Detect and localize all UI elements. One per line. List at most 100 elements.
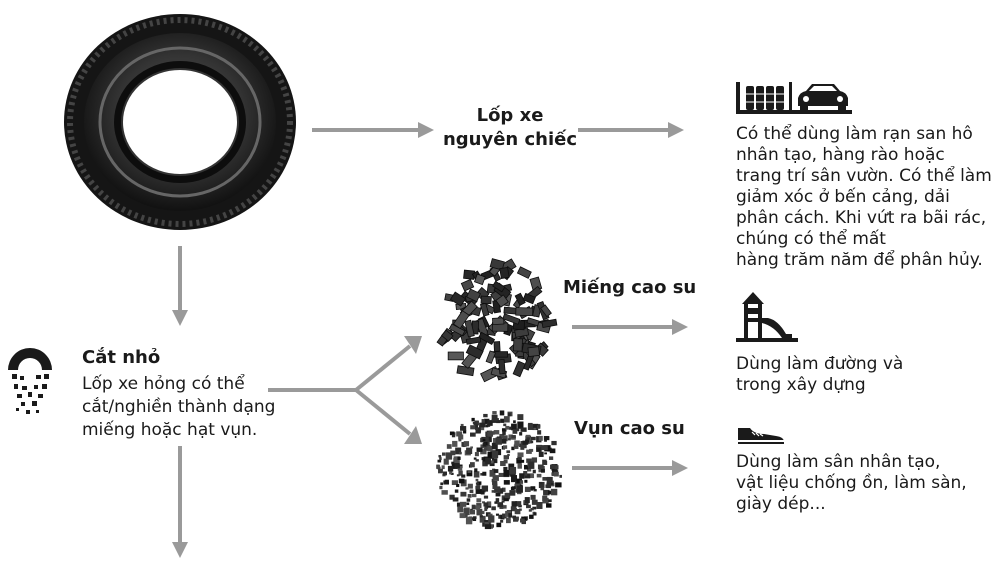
rubber-crumb: [458, 451, 462, 455]
rubber-crumb: [524, 497, 530, 504]
rubber-crumb: [549, 482, 554, 486]
rubber-crumb: [453, 456, 460, 463]
rubber-crumb: [440, 482, 444, 486]
rubber-crumb: [458, 478, 465, 484]
rubber-crumb: [530, 507, 534, 511]
crumb-rubber-title: Vụn cao su: [574, 418, 685, 439]
rubber-crumb: [442, 471, 447, 476]
arrow-tire-to-shred: [172, 246, 188, 326]
rubber-crumb: [441, 452, 446, 456]
rubber-crumb: [492, 480, 498, 486]
rubber-crumb: [454, 489, 459, 493]
rubber-crumb: [496, 420, 501, 424]
rubber-crumb: [551, 472, 556, 476]
rubber-crumb: [489, 462, 495, 467]
rubber-crumb: [456, 502, 461, 507]
rubber-crumb: [515, 516, 519, 521]
whole-tire-title: Lốp xe nguyên chiếc: [440, 104, 580, 152]
rubber-crumb: [451, 480, 459, 486]
rubber-crumb: [473, 516, 477, 519]
rubber-crumb: [465, 487, 469, 490]
rubber-crumb: [460, 426, 467, 431]
rubber-crumb: [437, 459, 442, 463]
rubber-crumb: [474, 452, 479, 457]
rubber-crumb: [500, 460, 506, 467]
arrow-crumb-to-use: [572, 460, 688, 476]
rubber-crumb: [484, 507, 488, 512]
rubber-crumb: [436, 464, 440, 469]
rubber-crumb: [466, 447, 473, 455]
rubber-crumb: [532, 506, 537, 510]
arrow-whole-to-use: [578, 122, 684, 138]
rubber-crumb: [541, 445, 548, 451]
rubber-crumb: [469, 489, 474, 494]
rubber-crumb: [498, 514, 502, 519]
rubber-crumb: [503, 480, 510, 485]
rubber-crumb: [495, 437, 502, 445]
rubber-crumb: [517, 463, 522, 469]
rubber-crumb: [537, 464, 544, 470]
rubber-crumb: [493, 430, 500, 435]
rubber-crumb: [530, 440, 534, 444]
rubber-chip: [480, 295, 492, 305]
rubber-crumb: [530, 494, 536, 500]
rubber-crumb: [503, 497, 509, 502]
rubber-crumb: [451, 463, 457, 469]
rubber-crumb: [461, 474, 466, 478]
rubber-chip: [466, 288, 481, 303]
rubber-crumb: [496, 522, 502, 528]
rubber-chip: [447, 351, 464, 361]
rubber-chip: [485, 350, 496, 364]
rubber-crumb: [511, 501, 517, 507]
rubber-crumb: [549, 448, 556, 454]
rubber-crumb: [487, 445, 493, 451]
rubber-crumb: [540, 468, 545, 473]
rubber-chip: [515, 307, 534, 317]
shredder-icon: [8, 348, 52, 414]
rubber-chip: [489, 258, 505, 271]
rubber-chip: [449, 291, 467, 307]
rubber-crumb: [529, 514, 534, 519]
rubber-crumb: [487, 431, 494, 437]
rubber-crumb: [518, 443, 522, 447]
rubber-chip: [492, 317, 505, 326]
rubber-crumb: [550, 488, 558, 496]
rubber-crumb: [519, 480, 524, 484]
rubber-crumb: [449, 431, 455, 436]
rubber-crumb: [479, 425, 485, 431]
rubber-crumb: [501, 487, 506, 492]
rubber-crumb: [450, 450, 456, 456]
rubber-crumb: [479, 515, 486, 523]
rubber-crumb: [481, 419, 485, 423]
rubber-crumb: [457, 506, 464, 513]
rubber-crumb: [482, 471, 487, 476]
rubber-crumb: [548, 499, 552, 503]
rubber-crumb: [517, 456, 522, 461]
rubber-crumb: [492, 483, 498, 490]
rubber-chip: [503, 306, 517, 315]
rubber-crumb: [526, 449, 532, 454]
rubber-crumb: [443, 458, 449, 465]
rubber-crumb: [482, 501, 485, 504]
rubber-crumb: [476, 508, 483, 516]
tire-stack-car-icon: [736, 82, 852, 114]
rubber-crumb: [476, 498, 482, 503]
rubber-crumb: [527, 423, 534, 430]
rubber-crumb: [551, 440, 557, 446]
rubber-crumb: [473, 471, 480, 478]
rubber-crumb: [508, 434, 513, 439]
rubber-crumb: [512, 515, 516, 519]
rubber-crumb: [475, 427, 481, 434]
rubber-crumb: [491, 414, 498, 422]
rubber-chip: [441, 329, 454, 342]
rubber-crumb: [475, 482, 479, 485]
rubber-crumb: [493, 476, 498, 480]
rubber-crumb: [475, 424, 479, 428]
rubber-crumb: [502, 505, 507, 509]
rubber-crumb: [486, 501, 492, 506]
rubber-chip: [516, 266, 532, 279]
rubber-crumb: [553, 471, 559, 477]
rubber-crumb: [463, 441, 470, 447]
rubber-crumb: [454, 463, 460, 469]
rubber-crumb: [501, 438, 507, 444]
